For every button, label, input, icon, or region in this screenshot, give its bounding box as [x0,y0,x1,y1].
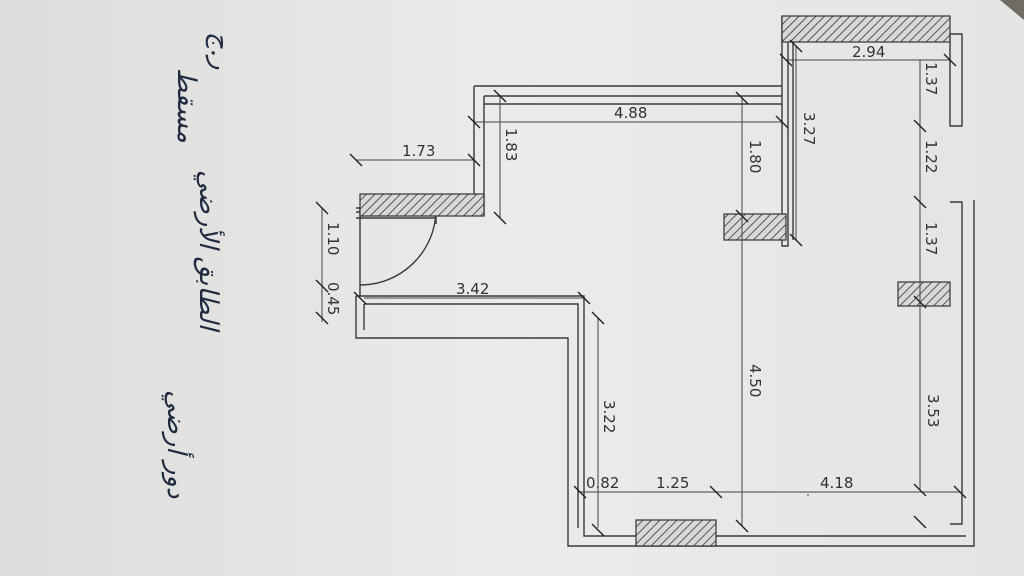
handwritten-notes: ر.ج مسقط الطابق الأرضي دور أرضي [161,32,235,499]
column-right [897,281,951,307]
column-door [359,193,485,217]
dim-1-80: 1.80 [746,140,764,173]
column-mid [723,213,787,241]
dimension-ticks [315,39,967,537]
dim-3-53: 3.53 [924,394,942,427]
dim-4-50: 4.50 [746,364,764,397]
dim-4-88: 4.88 [614,104,647,122]
dim-3-42: 3.42 [456,280,489,298]
dim-4-18: 4.18 [820,474,853,492]
dim-1-37-mid: 1.37 [922,222,940,255]
dim-1-73: 1.73 [402,142,435,160]
dim-1-10: 1.10 [324,222,342,255]
dim-3-27: 3.27 [800,112,818,145]
note-line-3: الطابق الأرضي [193,170,225,333]
note-line-1: ر.ج [205,32,235,70]
dim-1-37-top: 1.37 [922,62,940,95]
dimension-labels: 2.94 1.37 1.22 1.37 3.27 4.88 1.80 1.83 … [324,43,942,492]
column-top-right [781,15,951,43]
note-line-4: دور أرضي [161,390,194,499]
dim-0-45: 0.45 [324,282,342,315]
dim-1-22: 1.22 [922,140,940,173]
dim-0-82: 0.82 [586,474,619,492]
dim-2-94: 2.94 [852,43,885,61]
note-line-2: مسقط [171,68,201,143]
dim-3-22: 3.22 [600,400,618,433]
dim-1-25: 1.25 [656,474,689,492]
dimension-lines [321,46,960,528]
column-bottom [635,519,717,547]
dim-1-83: 1.83 [502,128,520,161]
